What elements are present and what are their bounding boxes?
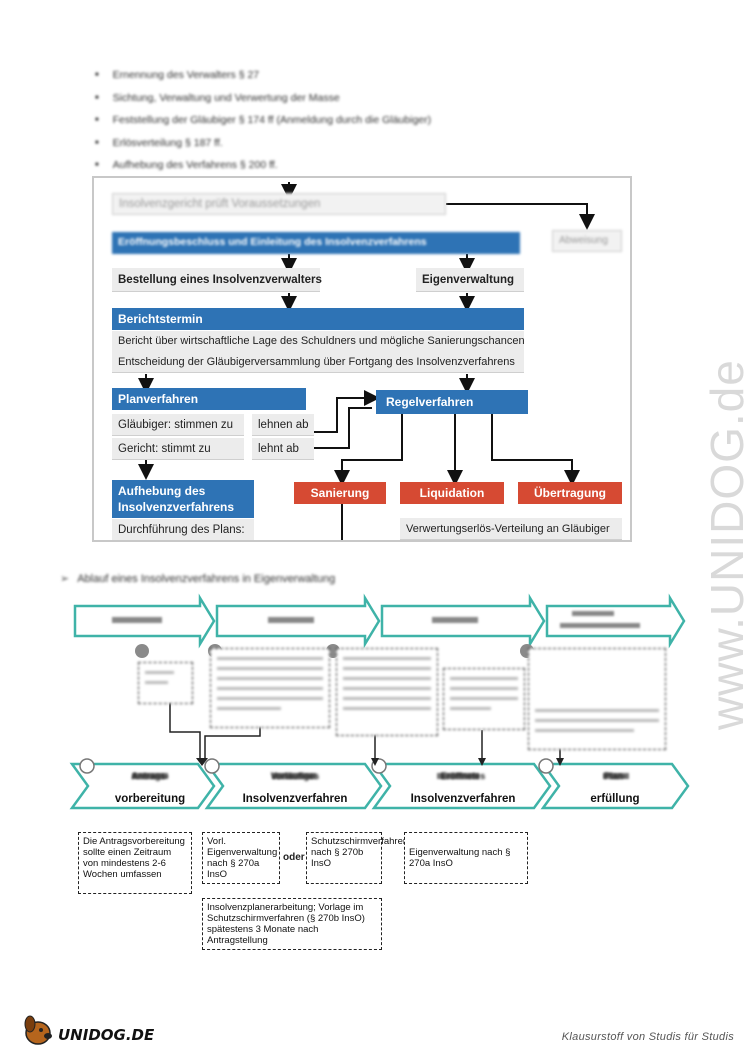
note-vorl-eigenverwaltung: Vorl. Eigenverwaltung nach § 270a InsO — [202, 832, 280, 884]
phase-4-line-1: Plan- — [603, 771, 626, 781]
note-antragsvorbereitung: Die Antragsvorbereitung sollte einen Zei… — [78, 832, 192, 894]
phase-2-line-1: Vorläufiges — [270, 771, 320, 781]
eigenverwaltung-box: Eigenverwaltung — [416, 268, 524, 292]
bullet-item: Feststellung der Gläubiger § 174 ff (Anm… — [95, 111, 432, 134]
note-box-4 — [443, 668, 525, 730]
oder-label: oder — [283, 852, 305, 863]
gericht-zu-box: Gericht: stimmt zu — [112, 438, 244, 460]
phase-3-line-1: Eröffnetes — [440, 771, 486, 781]
dog-logo-icon: UNIDOG.DE — [24, 1015, 155, 1045]
note-box-3 — [336, 648, 438, 736]
phase-1-label: vorbereitung — [114, 793, 186, 805]
phase-3-label: Insolvenzverfahren — [410, 793, 516, 805]
section-heading: Ablauf eines Insolvenzverfahrens in Eige… — [60, 572, 335, 585]
timeline-graphic — [69, 593, 690, 810]
sanierung-box: Sanierung — [294, 482, 386, 504]
bullet-item: Aufhebung des Verfahrens § 200 ff. — [95, 156, 431, 179]
bullet-item: Sichtung, Verwaltung und Verwertung der … — [95, 89, 431, 112]
phase-4-label: erfüllung — [590, 793, 640, 805]
verwertung-box: Verwertungserlös-Verteilung an Gläubiger — [400, 518, 622, 540]
phase-2-label: Insolvenzverfahren — [242, 793, 348, 805]
logo-text: UNIDOG.DE — [58, 1026, 155, 1044]
note-box-1 — [138, 662, 193, 704]
lehnen-ab-box: lehnen ab — [252, 414, 314, 436]
abweisung-box: Abweisung — [552, 230, 622, 252]
bericht-line-1: Bericht über wirtschaftliche Lage des Sc… — [118, 335, 525, 347]
aufhebung-line-2: Insolvenzverfahrens — [118, 500, 235, 514]
phase-1-line-1: Antrags- — [131, 771, 169, 781]
bericht-box: Bericht über wirtschaftliche Lage des Sc… — [112, 331, 525, 373]
bericht-line-2: Entscheidung der Gläubigerversammlung üb… — [118, 356, 515, 368]
glaeubiger-zu-box: Gläubiger: stimmen zu — [112, 414, 244, 436]
insolvency-flowchart: Insolvenzgericht prüft Voraussetzungen A… — [92, 176, 632, 542]
note-schutzschirm: Schutzschirmverfahren nach § 270b InsO — [306, 832, 408, 884]
note-box-2 — [210, 648, 330, 728]
note-eroeffnet: Eigenverwaltung nach § 270a InsO — [404, 832, 528, 884]
planverfahren-box: Planverfahren — [112, 388, 306, 410]
note-planerarbeitung: Insolvenzplanerarbeitung; Vorlage im Sch… — [202, 898, 382, 950]
bullet-list: Ernennung des Verwalters § 27 Sichtung, … — [95, 66, 432, 179]
lehnt-ab-box: lehnt ab — [252, 438, 314, 460]
liquidation-box: Liquidation — [400, 482, 504, 504]
footer-tagline: Klausurstoff von Studis für Studis — [561, 1031, 734, 1043]
regelverfahren-box: Regelverfahren — [376, 390, 528, 414]
berichtstermin-box: Berichtstermin — [112, 308, 524, 330]
unidog-logo: UNIDOG.DE — [20, 1014, 160, 1053]
bullet-item: Ernennung des Verwalters § 27 — [95, 66, 431, 89]
durchfuehrung-box: Durchführung des Plans: — [112, 519, 254, 540]
note-box-5 — [528, 648, 666, 750]
bullet-item: Erlösverteilung § 187 ff. — [95, 134, 431, 157]
aufhebung-line-1: Aufhebung des — [118, 484, 206, 498]
uebertragung-box: Übertragung — [518, 482, 622, 504]
eroeffnung-box: Eröffnungsbeschluss und Einleitung des I… — [112, 232, 520, 254]
flow-connectors — [138, 182, 595, 540]
aufhebung-box: Aufhebung des Insolvenzverfahrens — [112, 480, 254, 518]
pruefung-box: Insolvenzgericht prüft Voraussetzungen — [112, 193, 446, 215]
bestellung-box: Bestellung eines Insolvenzverwalters — [112, 268, 322, 292]
